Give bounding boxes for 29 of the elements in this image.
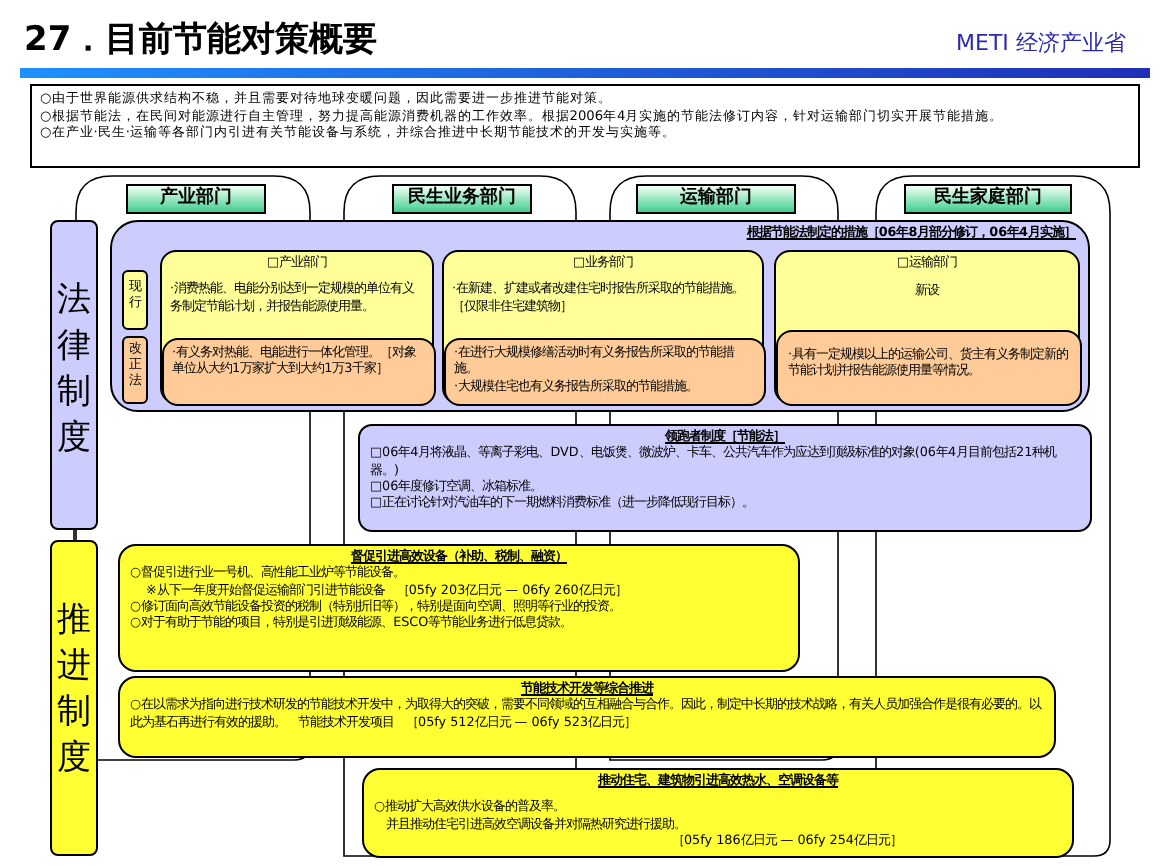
sector-header: [904, 184, 1072, 214]
category-bar: [50, 220, 98, 530]
row-label: [122, 336, 148, 404]
title: 27．目前节能对策概要: [24, 18, 378, 62]
sector-header: [392, 184, 532, 214]
letterhead: METI 经济产业省: [956, 28, 1126, 58]
sector-header: [636, 184, 796, 214]
revision-box: [776, 330, 1082, 406]
category-bar: [50, 540, 98, 856]
support-box: [118, 544, 800, 672]
measure-box: [160, 250, 434, 404]
top-runner-box: [358, 424, 1092, 532]
support-box: [118, 676, 1056, 758]
body-text: 法律制度: [55, 278, 93, 462]
body-text: 运输部门: [678, 186, 754, 212]
sector-header: [126, 184, 266, 214]
revision-box: [162, 338, 436, 406]
body-text: 产业部门: [158, 186, 234, 212]
measure-box: [442, 250, 764, 404]
revision-box: [444, 338, 766, 406]
body-text: 民生业务部门: [406, 186, 518, 212]
body-text: 民生家庭部门: [932, 186, 1044, 212]
row-label: [122, 270, 148, 330]
support-box: [362, 768, 1074, 858]
measure-box: [774, 250, 1080, 404]
intro-box: [30, 84, 1140, 168]
connector-line: [73, 529, 75, 541]
body-text: 推进制度: [55, 598, 93, 782]
law-box: [110, 220, 1090, 412]
